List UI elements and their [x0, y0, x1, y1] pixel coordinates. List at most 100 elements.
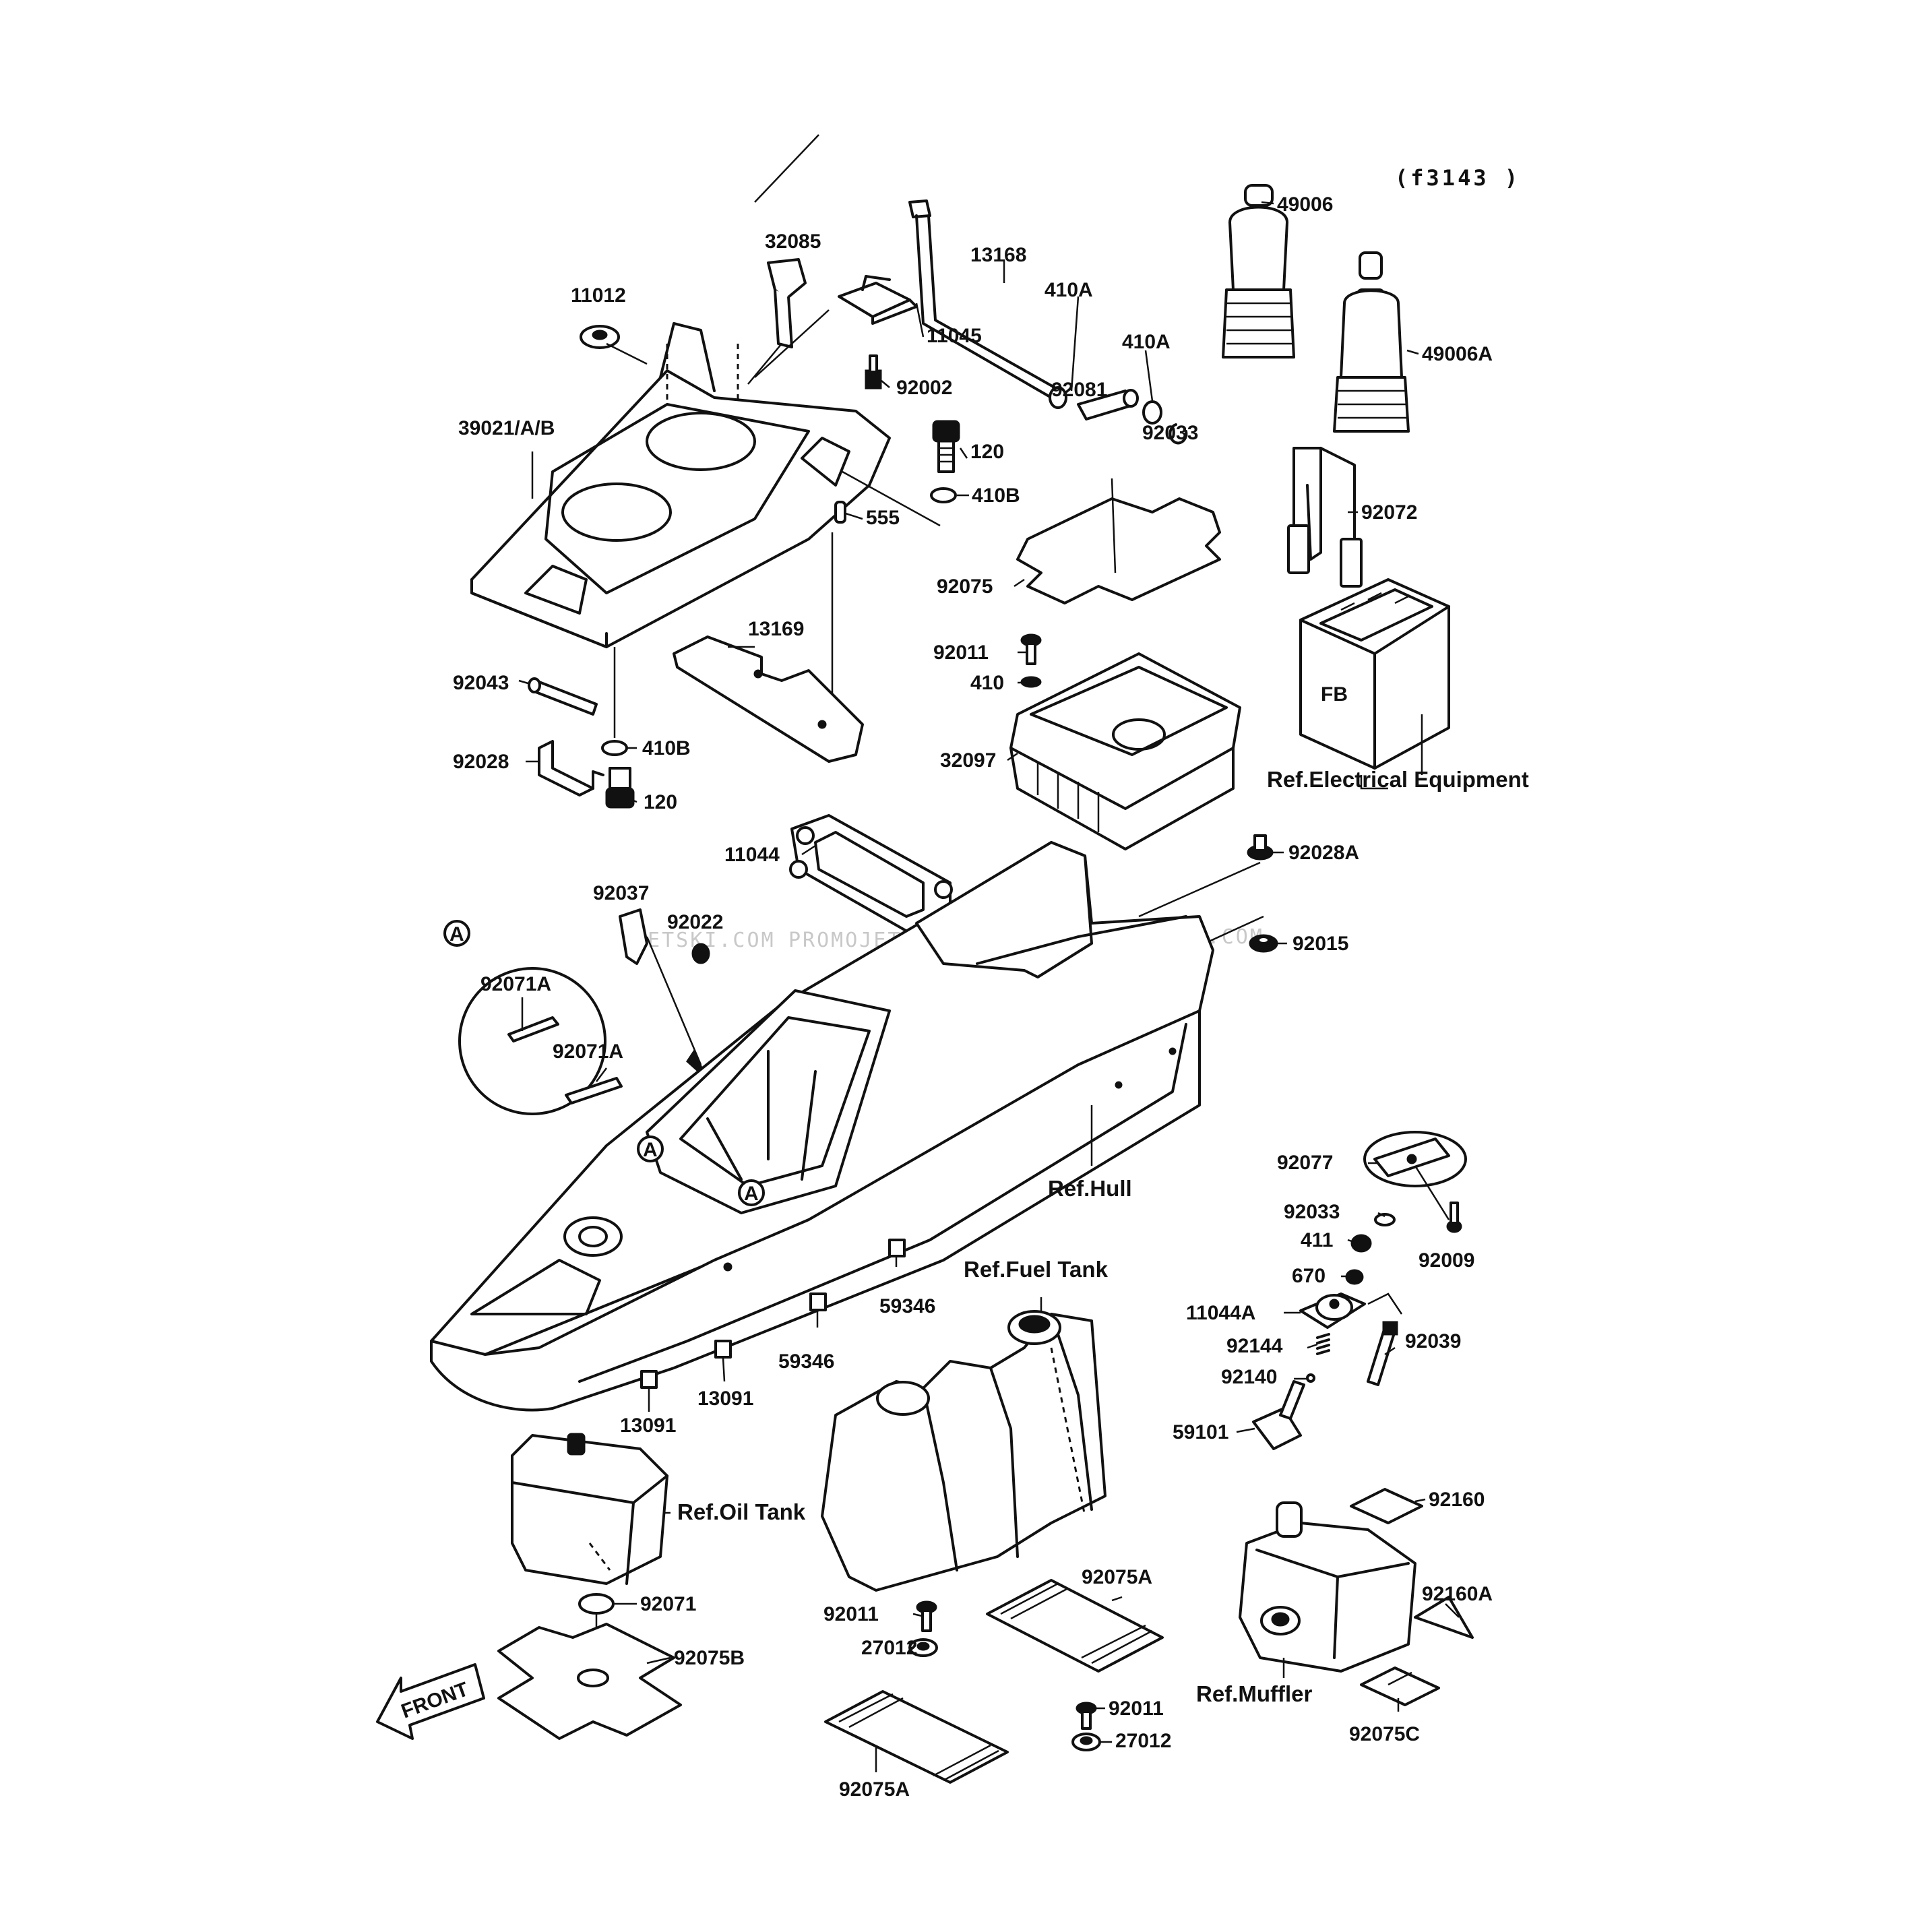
washer-410A-2 [1142, 400, 1162, 425]
label-13091-1: 13091 [697, 1388, 753, 1410]
label-92039: 92039 [1405, 1330, 1461, 1352]
label-11044A: 11044A [1186, 1302, 1255, 1324]
washer-670 [1345, 1269, 1364, 1285]
bolt-120-top [932, 420, 960, 473]
hull: A A [430, 841, 1214, 1412]
label-92140: 92140 [1221, 1366, 1277, 1388]
patch-92160 [1350, 1488, 1423, 1524]
deck-cover-39021 [470, 322, 891, 648]
diagram-code: (f3143 ) [1395, 165, 1520, 191]
label-92043: 92043 [453, 672, 509, 694]
label-92144: 92144 [1226, 1335, 1283, 1357]
key-92071A-2 [565, 1077, 623, 1104]
label-92033-bottom: 92033 [1284, 1201, 1340, 1223]
label-120-top: 120 [970, 441, 1004, 463]
detail-A-marker: A [449, 923, 464, 945]
nut-411 [1350, 1234, 1372, 1253]
detail-A-callout: A [443, 920, 623, 1115]
bolt-92002 [865, 354, 882, 389]
mat-92075B [497, 1623, 682, 1740]
tray-32097 [1009, 652, 1241, 850]
clip-59346-2 [809, 1292, 827, 1311]
label-92075B: 92075B [674, 1647, 745, 1669]
label-92011-bottom: 92011 [1109, 1697, 1164, 1720]
pad-92075A-1 [986, 1579, 1164, 1673]
label-92011-mid: 92011 [823, 1603, 879, 1625]
label-27012-bottom: 27012 [1115, 1730, 1171, 1752]
label-92009: 92009 [1419, 1249, 1474, 1272]
leader-lines [518, 134, 1460, 1772]
pin-92043 [528, 677, 598, 716]
detail-A-marker-hull-1: A [643, 1139, 658, 1161]
strap-92072 [1287, 447, 1363, 588]
label-92011-top: 92011 [933, 642, 989, 664]
battery-marking: FB [1321, 683, 1348, 706]
label-92075A-2: 92075A [839, 1778, 910, 1801]
label-670: 670 [1292, 1265, 1326, 1287]
plate-13169 [673, 635, 864, 763]
label-92077: 92077 [1277, 1152, 1333, 1174]
spring-92144 [1316, 1333, 1330, 1355]
battery-ref-electrical: FB [1299, 578, 1450, 790]
label-39021: 39021/A/B [458, 417, 555, 439]
label-13091-2: 13091 [620, 1414, 676, 1437]
part-11044A [1299, 1292, 1403, 1329]
label-ref-fuel-tank: Ref.Fuel Tank [964, 1257, 1109, 1282]
label-92071A-2: 92071A [553, 1040, 623, 1063]
label-410A-1: 410A [1045, 279, 1093, 301]
label-92037: 92037 [593, 882, 649, 904]
screw-92011-top [1020, 633, 1042, 665]
label-92160A: 92160A [1422, 1583, 1493, 1605]
clip-92037 [619, 908, 708, 1080]
label-92075A-1: 92075A [1082, 1566, 1152, 1588]
pad-92075A-2 [824, 1690, 1009, 1784]
label-32085: 32085 [765, 230, 821, 253]
cap-92077 [1363, 1131, 1467, 1220]
mat-92075 [1016, 478, 1221, 604]
ball-92140 [1306, 1373, 1315, 1383]
label-92071A-1: 92071A [480, 973, 551, 995]
leader-line [842, 470, 941, 527]
clip-92033 [1168, 423, 1188, 445]
washer-410B-top [930, 487, 957, 503]
clip-27012-bottom [1071, 1733, 1101, 1751]
screw-92009 [1446, 1202, 1462, 1233]
label-92022: 92022 [667, 911, 723, 933]
collar-555 [834, 501, 846, 524]
label-59346-2: 59346 [778, 1350, 834, 1373]
label-555: 555 [866, 507, 900, 529]
label-59101: 59101 [1173, 1421, 1228, 1443]
label-411: 411 [1301, 1229, 1333, 1251]
label-ref-oil-tank: Ref.Oil Tank [677, 1499, 806, 1524]
label-92075: 92075 [937, 575, 993, 598]
label-92075C: 92075C [1349, 1723, 1420, 1745]
label-11045: 11045 [927, 325, 982, 347]
rod-13168 [908, 199, 1056, 399]
label-13169: 13169 [748, 618, 804, 640]
bracket-11045 [754, 275, 918, 378]
label-410A-2: 410A [1122, 331, 1171, 353]
label-120-bottom: 120 [644, 791, 677, 813]
washer-92033 [1374, 1213, 1396, 1226]
part-49006A [1333, 251, 1410, 433]
bracket-92028 [538, 740, 604, 797]
label-410B-bottom: 410B [642, 737, 691, 759]
part-labels: 49006 49006A 13168 410A 410A 92081 92033… [453, 193, 1529, 1801]
patch-92160A [1414, 1596, 1474, 1639]
label-92072: 92072 [1361, 501, 1417, 524]
key-92071A-1 [507, 1016, 559, 1042]
label-ref-muffler: Ref.Muffler [1196, 1681, 1312, 1706]
label-13168: 13168 [970, 244, 1026, 266]
part-92039 [1367, 1321, 1398, 1386]
label-92081: 92081 [1051, 379, 1107, 401]
label-92028A: 92028A [1288, 842, 1359, 864]
label-92015: 92015 [1292, 933, 1348, 955]
washer-410A-1 [1049, 386, 1067, 409]
label-49006A: 49006A [1422, 343, 1493, 365]
fuel-tank-ref [821, 1297, 1107, 1592]
clip-27012-mid [908, 1638, 938, 1657]
washer-410 [1020, 676, 1042, 688]
grommet-92071 [578, 1593, 615, 1615]
patch-92075C [1360, 1666, 1440, 1706]
